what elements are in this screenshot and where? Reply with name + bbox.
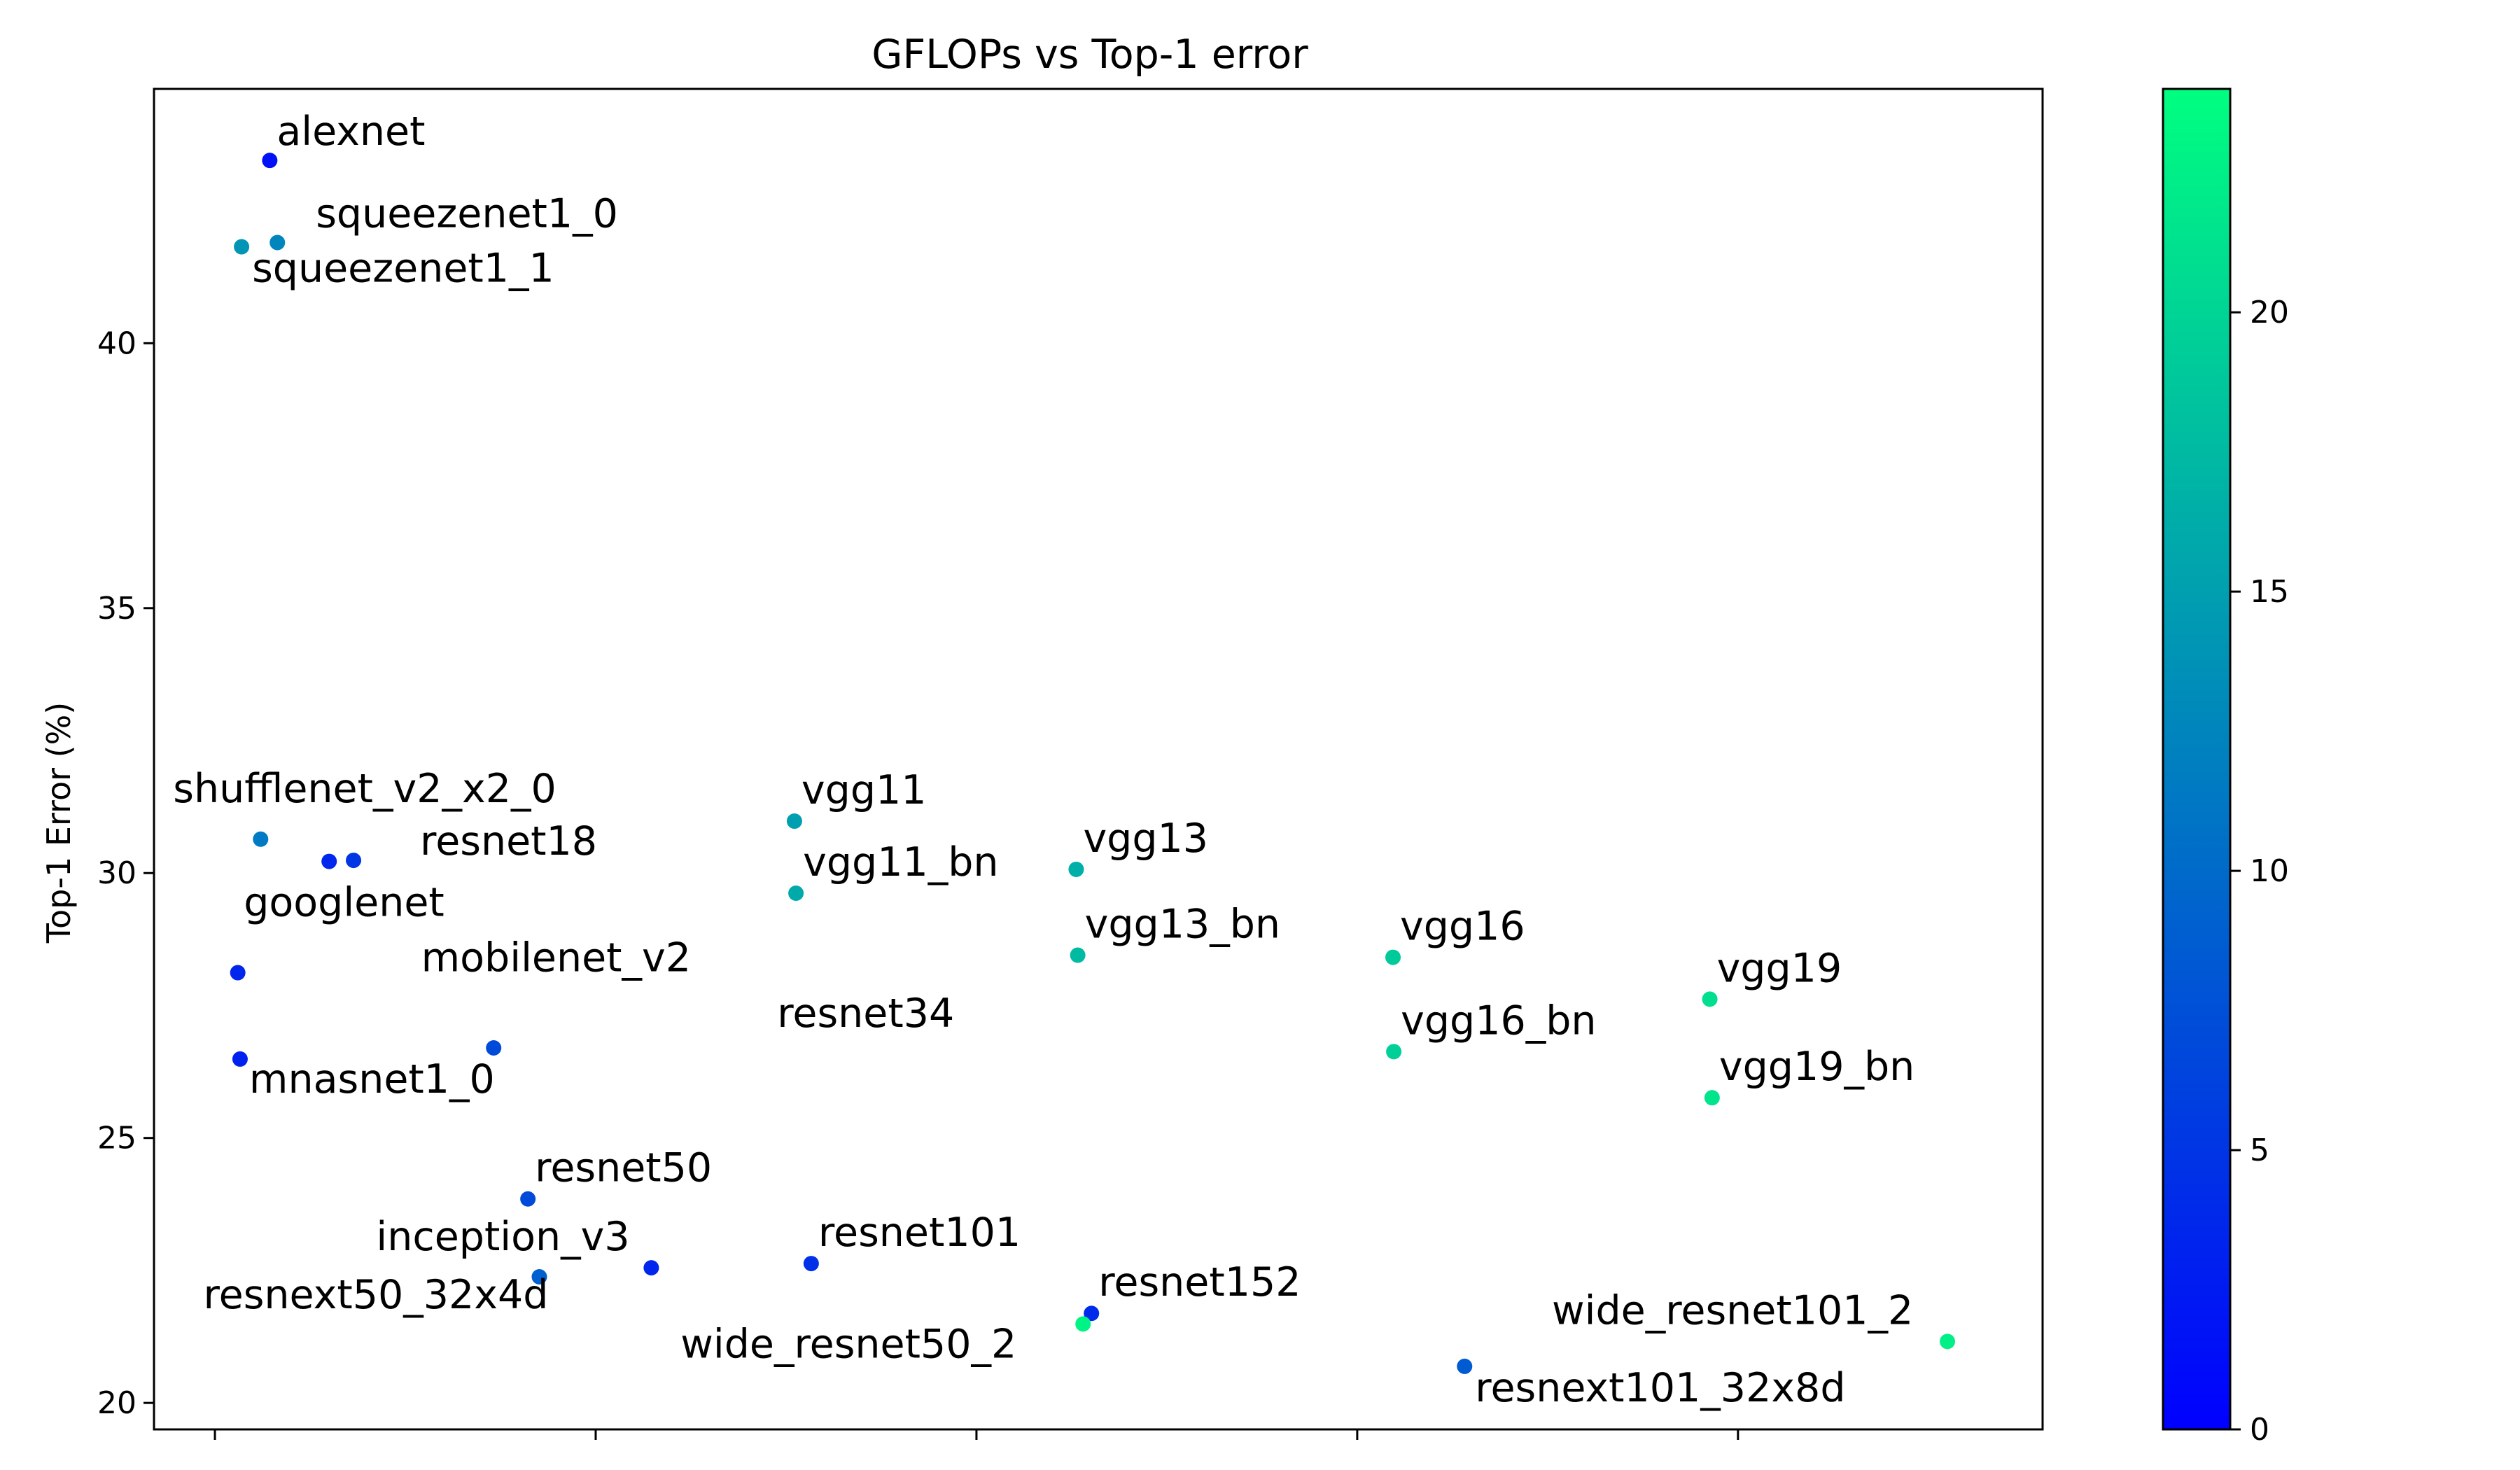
scatter-point: [803, 1256, 819, 1272]
colorbar-tick-label: 0: [2250, 1412, 2269, 1448]
scatter-point: [531, 1269, 547, 1285]
y-tick-label: 25: [97, 1121, 136, 1156]
point-label: alexnet: [276, 108, 425, 155]
point-label: vgg19_bn: [1719, 1044, 1914, 1090]
scatter-point: [1068, 861, 1084, 877]
colorbar-gradient: [2162, 88, 2232, 1431]
scatter-point: [786, 813, 802, 830]
point-label: resnet34: [777, 990, 954, 1037]
point-label: squeezenet1_0: [316, 191, 618, 237]
point-label: vgg19: [1717, 945, 1842, 991]
point-label: wide_resnet50_2: [680, 1321, 1016, 1367]
scatter-point: [1070, 947, 1086, 963]
point-label: shufflenet_v2_x2_0: [173, 766, 556, 812]
point-label: resnet152: [1098, 1259, 1301, 1306]
point-label: resnext101_32x8d: [1475, 1365, 1845, 1411]
point-label: resnet101: [818, 1210, 1021, 1256]
scatter-point: [1940, 1334, 1956, 1350]
colorbar-ticks: 0 5 10 15 20: [2230, 295, 2289, 1448]
point-label: resnet50: [535, 1145, 712, 1191]
point-label: vgg16: [1400, 904, 1525, 950]
y-tick-label: 40: [97, 326, 136, 361]
scatter-point: [234, 239, 250, 255]
point-label: vgg13_bn: [1085, 902, 1280, 948]
scatter-point: [486, 1040, 502, 1056]
colorbar-tick-label: 15: [2250, 574, 2289, 610]
scatter-point: [1084, 1306, 1100, 1322]
point-label: vgg11_bn: [803, 839, 998, 886]
scatter-point: [520, 1191, 536, 1207]
y-tick-label: 20: [97, 1385, 136, 1421]
scatter-point: [346, 853, 362, 869]
point-label: vgg13: [1083, 816, 1208, 862]
scatter-point: [1385, 949, 1401, 965]
scatter-point: [262, 153, 278, 169]
scatter-point: [270, 234, 286, 251]
plot-area: 20 25 30 35 40 alexnet squeezenet1_0 squeezene…: [97, 88, 2044, 1440]
point-label: wide_resnet101_2: [1552, 1287, 1913, 1334]
x-axis-ticks: [214, 1429, 1740, 1440]
point-label: resnet18: [420, 818, 597, 864]
scatter-point: [1075, 1316, 1091, 1332]
point-label: vgg16_bn: [1401, 997, 1596, 1044]
point-label: vgg11: [802, 767, 927, 813]
scatter-point: [1386, 1044, 1402, 1060]
point-label: resnext50_32x4d: [203, 1272, 548, 1318]
point-labels: alexnet squeezenet1_0 squeezenet1_1shuffle…: [173, 108, 1914, 1411]
point-label: mnasnet1_0: [249, 1056, 495, 1102]
y-tick-label: 30: [97, 855, 136, 891]
point-label: mobilenet_v2: [421, 935, 691, 981]
scatter-point: [321, 853, 337, 869]
scatter-point: [230, 965, 246, 981]
colorbar-tick-label: 5: [2250, 1133, 2269, 1168]
chart-title: GFLOPs vs Top-1 error: [872, 31, 1308, 78]
scatter-point: [643, 1260, 659, 1276]
y-tick-label: 35: [97, 591, 136, 626]
plot-frame: [153, 88, 2044, 1431]
scatter-point: [253, 831, 269, 847]
point-label: googlenet: [244, 880, 444, 926]
point-label: inception_v3: [376, 1214, 629, 1260]
scatter-point: [1702, 991, 1718, 1007]
colorbar: 0 5 10 15 20: [2162, 88, 2289, 1448]
point-label: squeezenet1_1: [252, 246, 554, 292]
scatter-point: [232, 1051, 248, 1067]
scatter-point: [1704, 1090, 1720, 1106]
colorbar-tick-label: 10: [2250, 853, 2289, 889]
scatter-points: [230, 153, 1956, 1374]
scatter-point: [788, 886, 804, 901]
scatter-point: [1457, 1358, 1473, 1374]
y-axis-label: Top-1 Error (%): [40, 702, 78, 944]
y-axis-ticks: 20 25 30 35 40: [97, 326, 154, 1421]
colorbar-tick-label: 20: [2250, 295, 2289, 330]
